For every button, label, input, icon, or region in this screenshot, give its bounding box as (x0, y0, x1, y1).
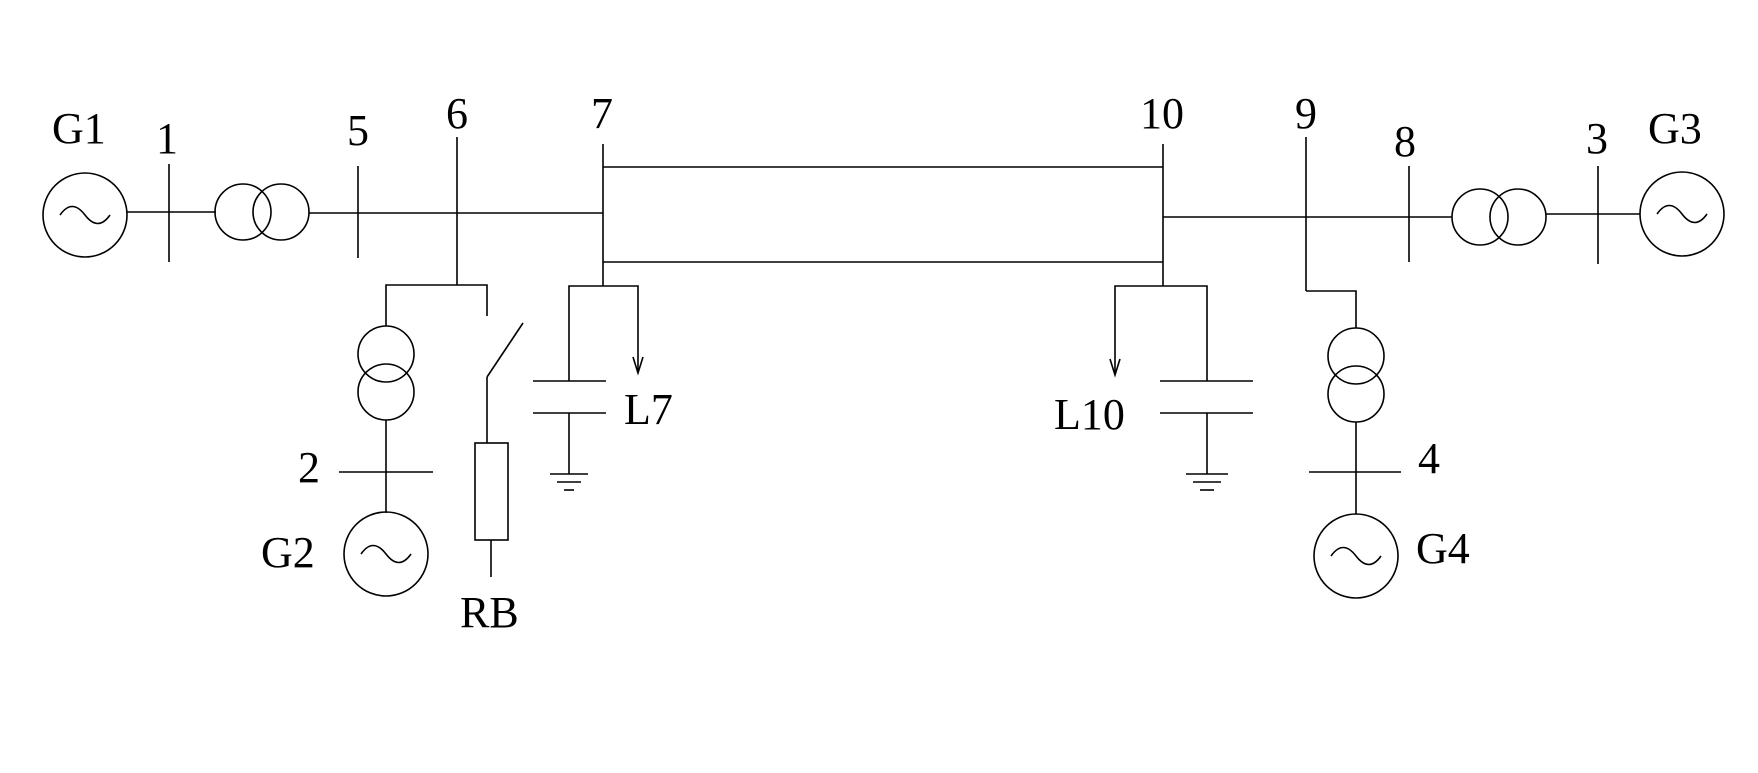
transformer-icon (214, 183, 272, 241)
transformer-icon (357, 363, 415, 421)
generator-g1[interactable] (42, 172, 128, 258)
sine-icon (1656, 204, 1708, 224)
resistor-icon[interactable] (474, 442, 509, 541)
line-10-cap (1163, 285, 1208, 381)
label-bus6: 6 (446, 89, 468, 138)
line-7-cap (568, 285, 603, 381)
label-bus2: 2 (298, 443, 320, 492)
label-bus9: 9 (1295, 89, 1317, 138)
transformer-icon (1327, 327, 1385, 385)
line-9-t4 (1306, 290, 1357, 328)
label-bus3: 3 (1586, 114, 1608, 163)
label-g4: G4 (1416, 524, 1470, 573)
ground-icon (550, 473, 588, 491)
generator-icon (1313, 513, 1399, 599)
label-g2: G2 (261, 528, 315, 577)
label-load10: L10 (1054, 390, 1125, 439)
label-bus10: 10 (1140, 89, 1184, 138)
transformer-icon (1489, 188, 1547, 246)
label-bus4: 4 (1418, 434, 1440, 483)
label-bus7: 7 (591, 89, 613, 138)
generator-g2[interactable] (343, 511, 429, 597)
transformer-t1[interactable] (214, 183, 310, 241)
transformer-icon (1327, 365, 1385, 423)
generator-icon (42, 172, 128, 258)
generator-g4[interactable] (1313, 513, 1399, 599)
switch-icon[interactable] (486, 322, 524, 378)
transformer-t3[interactable] (1451, 188, 1547, 246)
line-6-switch (457, 284, 488, 316)
label-load7: L7 (624, 385, 673, 434)
line-7-load (603, 285, 639, 370)
label-bus8: 8 (1394, 117, 1416, 166)
label-g1: G1 (52, 104, 106, 153)
ground-icon (1186, 473, 1228, 491)
label-rb: RB (460, 588, 519, 637)
sine-icon (360, 544, 412, 564)
transformer-t2[interactable] (357, 325, 415, 421)
generator-icon (343, 511, 429, 597)
transformer-icon (1451, 188, 1509, 246)
line-6-t2 (385, 284, 457, 326)
transformer-icon (357, 325, 415, 383)
generator-icon (1639, 171, 1725, 257)
label-bus1: 1 (156, 114, 178, 163)
transformer-t4[interactable] (1327, 327, 1385, 423)
generator-g3[interactable] (1639, 171, 1725, 257)
sine-icon (1330, 546, 1382, 566)
label-g3: G3 (1648, 104, 1702, 153)
load-arrow-icon[interactable] (1109, 358, 1121, 378)
sine-icon (59, 205, 111, 225)
load-arrow-icon[interactable] (632, 356, 644, 376)
transformer-icon (252, 183, 310, 241)
label-bus5: 5 (347, 106, 369, 155)
line-10-load (1114, 285, 1163, 372)
